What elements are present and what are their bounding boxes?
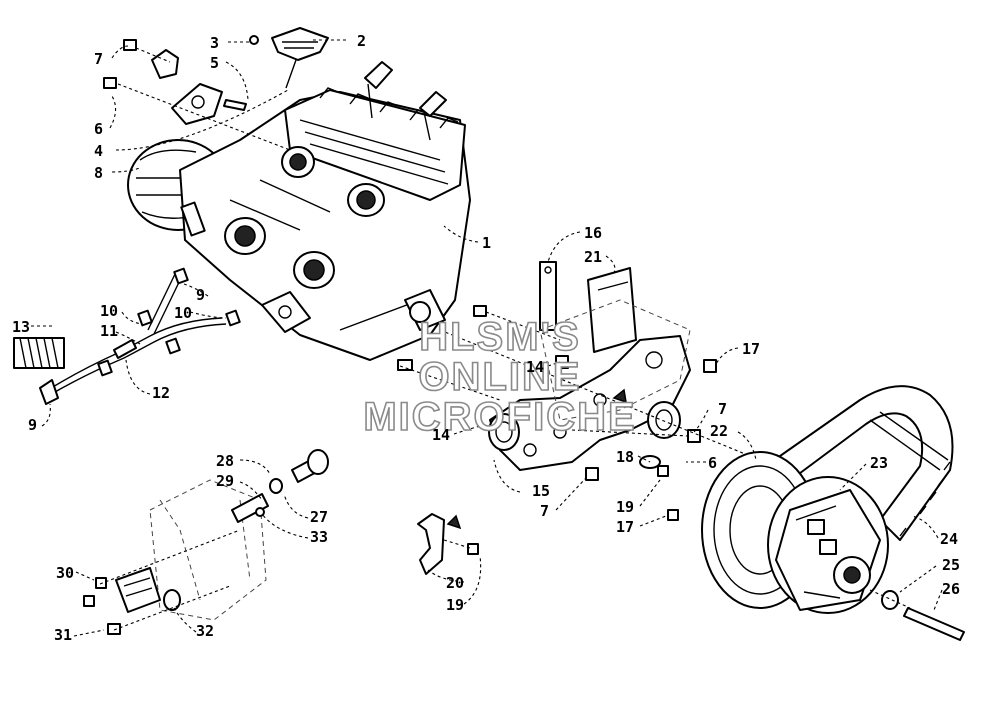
callout-5: 5 [210,54,219,72]
engine-assembly [127,61,471,361]
callout-6: 6 [94,120,103,138]
callout-29: 29 [216,472,234,490]
callout-14: 14 [526,358,544,376]
callout-30: 30 [56,564,74,582]
callout-3: 3 [210,34,219,52]
watermark-line-3: MICROFICHE [363,395,636,439]
callout-6: 6 [708,454,717,472]
callout-10: 10 [100,302,118,320]
callout-1: 1 [482,234,491,252]
callout-21: 21 [584,248,602,266]
callout-22: 22 [710,422,728,440]
callout-31: 31 [54,626,72,644]
callout-8: 8 [94,164,103,182]
callout-7: 7 [94,50,103,68]
callout-14: 14 [432,426,450,444]
callout-27: 27 [310,508,328,526]
callout-17: 17 [742,340,760,358]
callout-32: 32 [196,622,214,640]
callout-9: 9 [196,286,205,304]
callout-11: 11 [100,322,118,340]
callout-2: 2 [357,32,366,50]
callout-15: 15 [532,482,550,500]
callout-33: 33 [310,528,328,546]
leader-lines [30,39,943,637]
callout-16: 16 [584,224,602,242]
callout-12: 12 [152,384,170,402]
callout-10: 10 [174,304,192,322]
watermark-line-2: ONLINE [418,355,581,399]
callout-28: 28 [216,452,234,470]
callout-7: 7 [540,502,549,520]
callout-7: 7 [718,400,727,418]
callout-23: 23 [870,454,888,472]
fuel-lines [13,267,241,405]
callout-13: 13 [12,318,30,336]
callout-17: 17 [616,518,634,536]
engine-mount-bracket [397,261,761,521]
callout-26: 26 [942,580,960,598]
callout-labels: 2 3 7 5 6 4 8 1 16 21 17 14 14 7 22 6 23… [12,32,960,644]
callout-25: 25 [942,556,960,574]
callout-4: 4 [94,142,103,160]
watermark-line-1: HLSM'S [419,315,581,359]
callout-9: 9 [28,416,37,434]
top-small-parts [103,27,329,151]
drive-clutch [701,385,965,641]
callout-18: 18 [616,448,634,466]
watermark: HLSM'S ONLINE MICROFICHE [363,314,636,440]
callout-19: 19 [446,596,464,614]
callout-19: 19 [616,498,634,516]
bottom-bracket-assembly [83,449,479,635]
callout-20: 20 [446,574,464,592]
callout-24: 24 [940,530,958,548]
